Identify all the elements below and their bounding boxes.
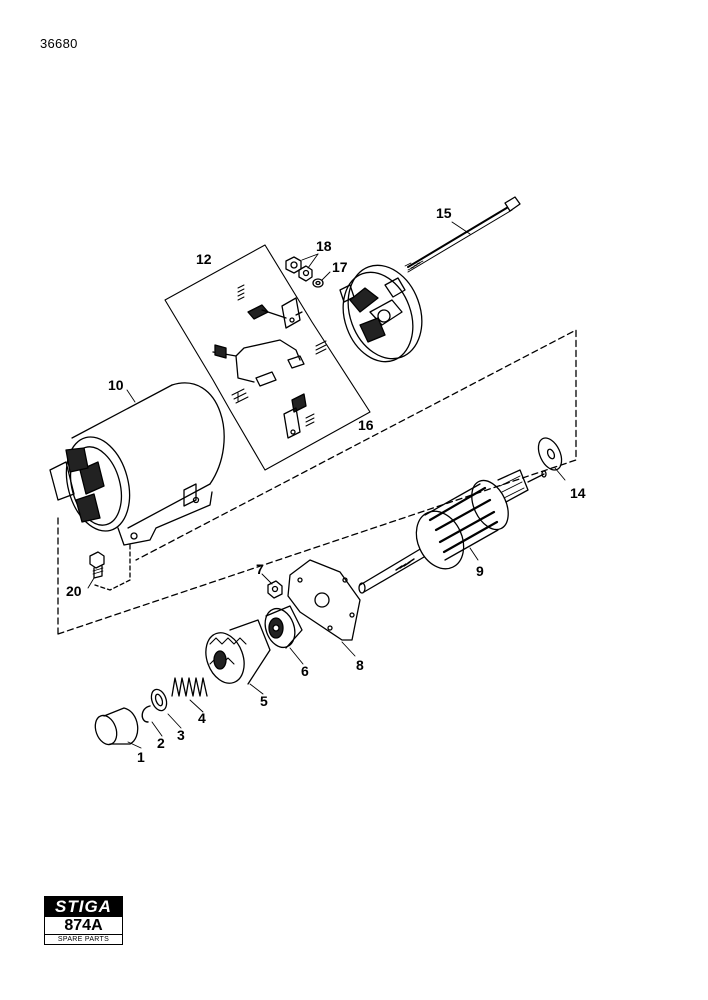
cap-part-1 — [94, 707, 139, 746]
callout-14: 14 — [570, 485, 586, 501]
callout-12: 12 — [196, 251, 212, 267]
plate-part-8 — [287, 559, 361, 641]
callout-9: 9 — [476, 563, 484, 579]
bolt-dashed-outline — [94, 544, 131, 591]
callout-15: 15 — [436, 205, 452, 221]
hub-part-6 — [264, 605, 303, 649]
callout-7: 7 — [256, 561, 264, 577]
washer-part-14 — [537, 437, 563, 471]
callout-18: 18 — [316, 238, 332, 254]
document-id: 36680 — [40, 36, 78, 51]
frame-housing-part-10 — [49, 382, 225, 546]
bolt-part-20 — [89, 551, 105, 579]
stiga-logo: STIGA 874A SPARE PARTS — [44, 896, 123, 945]
through-bolt-part-15 — [404, 196, 521, 273]
callout-1: 1 — [137, 749, 145, 765]
brush-kit-box — [164, 244, 371, 471]
callout-6: 6 — [301, 663, 309, 679]
callout-3: 3 — [177, 727, 185, 743]
leader-lines — [87, 221, 566, 749]
washer-part-3 — [150, 688, 168, 712]
callout-8: 8 — [356, 657, 364, 673]
callout-16: 16 — [358, 417, 374, 433]
end-cap-part-16 — [339, 264, 423, 363]
logo-brand: STIGA — [45, 897, 122, 917]
armature-part-9 — [358, 469, 547, 594]
logo-code: 874A — [45, 917, 122, 935]
retaining-ring-part-2 — [141, 705, 151, 723]
callout-10: 10 — [108, 377, 124, 393]
callout-5: 5 — [260, 693, 268, 709]
logo-subtitle: SPARE PARTS — [57, 936, 110, 943]
washer-part-17 — [312, 278, 324, 288]
callout-17: 17 — [332, 259, 348, 275]
nut-part-7 — [267, 580, 283, 599]
callout-4: 4 — [198, 710, 206, 726]
callout-20: 20 — [66, 583, 82, 599]
callout-2: 2 — [157, 735, 165, 751]
brush-kit-contents — [212, 284, 327, 439]
nuts-part-18 — [285, 256, 313, 282]
assembly-dashed-outline — [57, 329, 577, 635]
pinion-part-5 — [205, 619, 271, 685]
spring-part-4 — [171, 677, 208, 697]
